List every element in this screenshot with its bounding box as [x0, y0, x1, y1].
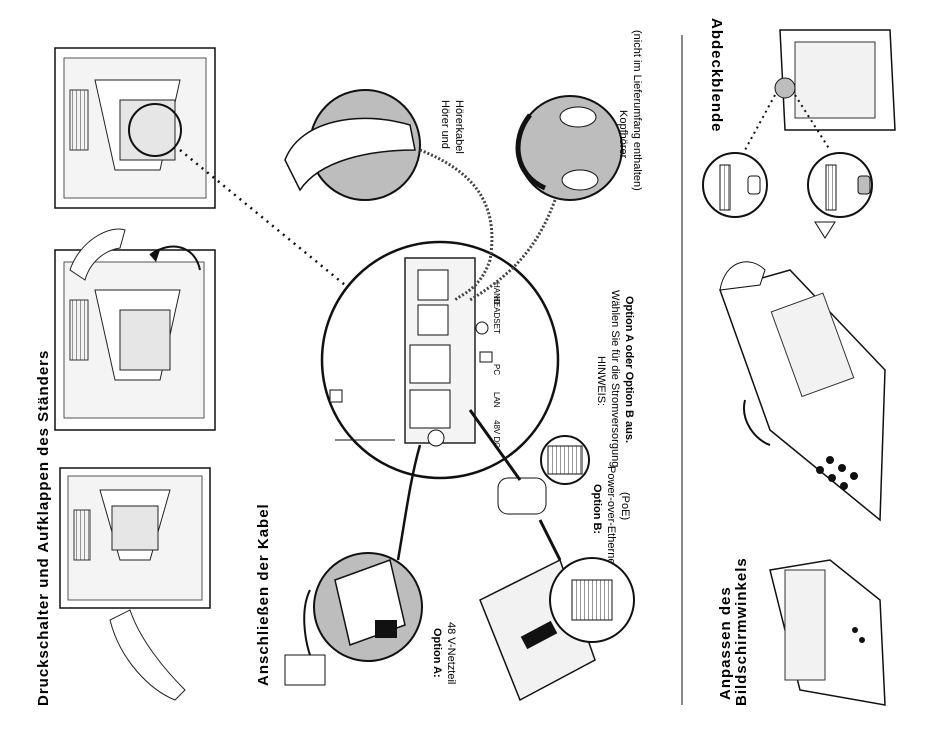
zoom-circle — [128, 103, 182, 157]
dc-jack — [427, 429, 445, 447]
label-handset-line1: Hörer und — [439, 100, 451, 149]
note-line1: HINWEIS: — [595, 356, 607, 406]
cover-diagram — [702, 29, 896, 239]
note-line3: Option A oder Option B aus. — [623, 296, 635, 443]
rj45-port-icon — [571, 579, 613, 621]
headset-symbol-icon — [475, 321, 489, 335]
handset-callout — [284, 89, 494, 302]
wall-outlet-icon — [284, 654, 326, 686]
stand-step-1 — [59, 467, 211, 701]
heading-angle-line2: Bildschirmwinkels — [733, 557, 750, 706]
headset-cord — [469, 199, 557, 302]
pc-symbol-icon — [479, 351, 493, 363]
option-b-line3: (PoE) — [619, 492, 631, 520]
stand-step-3 — [54, 47, 216, 209]
port-label-headset: HEADSET — [492, 296, 501, 334]
pc-port — [409, 344, 451, 384]
option-a-line2: 48 V-Netzteil — [445, 622, 457, 684]
port-label-pc: PC — [492, 364, 501, 375]
ferrite-core — [497, 477, 547, 515]
stand-step-2 — [54, 228, 216, 431]
hand-icon — [69, 228, 126, 281]
port-label-dc: 48V DC — [492, 420, 501, 448]
tilt-arrow-icon — [743, 399, 771, 446]
cover-piece-icon — [747, 175, 761, 195]
heading-cover: Abdeckblende — [708, 18, 725, 133]
option-b-line2: Power-over-Ethernet — [605, 466, 617, 568]
poe-switch — [479, 557, 635, 702]
lan-port — [409, 389, 451, 429]
zoom-leader — [179, 149, 346, 286]
port-label-hand: HAND — [492, 282, 501, 305]
port-label-lan: LAN — [492, 392, 501, 408]
heading-cables: Anschließen der Kabel — [255, 503, 272, 686]
power-adapter-callout — [284, 444, 423, 686]
note-line2: Wählen Sie für die Stromversorgung — [609, 290, 621, 467]
angle-step-2 — [769, 559, 886, 706]
label-headphones-line2: (nicht im Lieferumfang enthalten) — [631, 30, 643, 191]
poe-callout — [468, 409, 590, 561]
angle-step-1 — [719, 261, 886, 522]
arrow-down-icon — [814, 221, 836, 239]
headphones-icon — [515, 113, 547, 191]
port-panel-zoom: HEADSET HAND PC LAN 48V DC — [320, 240, 560, 480]
heading-angle-line1: Anpassen des — [717, 586, 734, 700]
rotate-arrow-icon — [149, 245, 201, 271]
option-a-line1: Option A: — [431, 628, 443, 678]
hand-icon — [719, 261, 766, 291]
handset-icon — [284, 117, 416, 192]
headset-port — [417, 269, 449, 301]
option-b-line1: Option B: — [591, 484, 603, 534]
hand-icon — [109, 609, 186, 701]
headphones-callout — [469, 95, 623, 302]
handset-cord — [419, 148, 494, 302]
heading-stand: Druckschalter und Aufklappen des Ständer… — [35, 350, 52, 706]
ferrite-icon — [547, 445, 583, 475]
handset-port — [417, 304, 449, 336]
label-handset-line2: Hörerkabel — [453, 100, 465, 154]
label-headphones-line1: Kopfhörer — [617, 110, 629, 159]
